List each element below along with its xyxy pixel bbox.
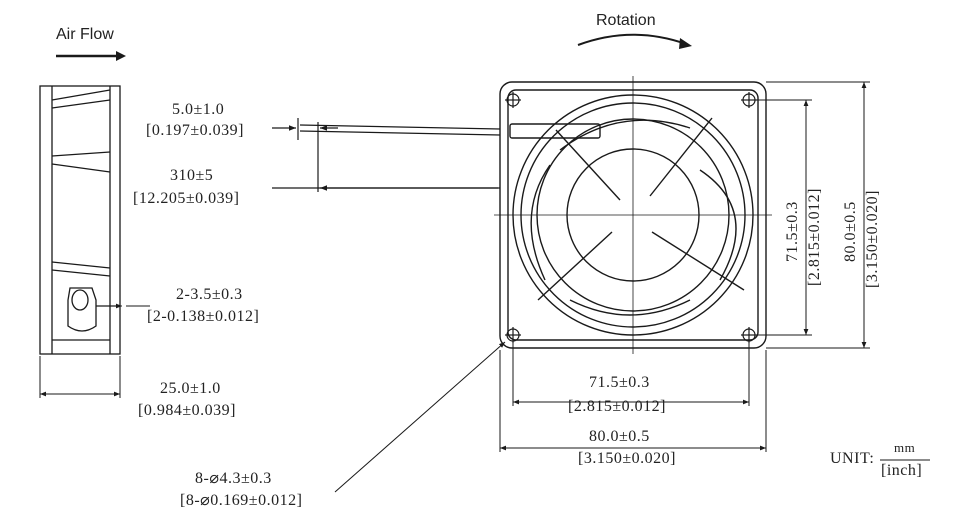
rotation-arrow: [577, 33, 692, 49]
mounting-holes: [505, 92, 757, 343]
frame-height-mm: 80.0±0.5: [842, 201, 859, 262]
frame-width-inch: [3.150±0.020]: [578, 450, 676, 467]
airflow-arrow: [56, 51, 126, 61]
airflow-label: Air Flow: [56, 26, 114, 43]
center-lines: [494, 76, 772, 354]
frame-height-inch: [3.150±0.020]: [864, 190, 881, 288]
depth-mm: 25.0±1.0: [160, 380, 221, 397]
rotation-label: Rotation: [596, 12, 656, 29]
hole-pitch-horizontal-mm: 71.5±0.3: [589, 374, 650, 391]
wire-length-mm: 310±5: [170, 167, 214, 184]
pin-size-inch: [2-0.138±0.012]: [147, 308, 260, 325]
hole-leader: [334, 341, 506, 493]
hole-pitch-horizontal-inch: [2.815±0.012]: [568, 398, 666, 415]
unit-numerator: mm: [894, 440, 916, 455]
fan-side-view: [39, 85, 121, 355]
depth-inch: [0.984±0.039]: [138, 402, 236, 419]
wire-length-inch: [12.205±0.039]: [133, 190, 240, 207]
horizontal-dimensions: [499, 342, 767, 452]
lead-length-inch: [0.197±0.039]: [146, 122, 244, 139]
unit-denominator: [inch]: [881, 462, 923, 479]
hole-pitch-vertical-mm: 71.5±0.3: [784, 201, 801, 262]
unit-label: UNIT:: [830, 450, 875, 467]
hole-size-inch: [8-⌀0.169±0.012]: [180, 492, 303, 509]
pin-size-mm: 2-3.5±0.3: [176, 286, 243, 303]
depth-dimension: [39, 356, 121, 398]
vertical-dimensions: [756, 81, 870, 349]
frame-width-mm: 80.0±0.5: [589, 428, 650, 445]
lead-length-mm: 5.0±1.0: [172, 101, 225, 118]
lead-wire: [272, 118, 501, 192]
hole-pitch-vertical-inch: [2.815±0.012]: [806, 188, 823, 286]
hole-size-mm: 8-⌀4.3±0.3: [195, 470, 272, 487]
